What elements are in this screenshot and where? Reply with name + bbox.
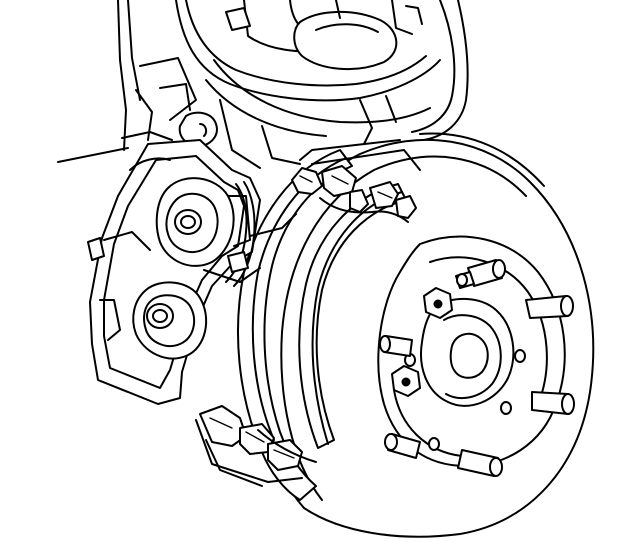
wheel-stud	[380, 336, 412, 356]
steering-knuckle-upper	[58, 0, 468, 168]
wheel-stud	[456, 272, 474, 288]
wheel-stud	[526, 296, 573, 318]
wheel-studs	[380, 260, 574, 476]
wheel-stud	[532, 392, 574, 414]
hub-bolt	[424, 288, 452, 318]
mounting-boss-upper	[157, 178, 250, 266]
shoe-retaining-spring-lower	[196, 406, 316, 486]
wheel-stud	[385, 434, 420, 458]
hub-bolt	[392, 366, 420, 396]
brake-hose-bracket	[204, 182, 296, 286]
shoe-retaining-spring-upper	[292, 140, 420, 222]
parking-brake-shoe-inner	[299, 184, 406, 448]
wheel-stud	[458, 450, 502, 476]
mounting-boss-lower	[133, 282, 206, 358]
hub-bolts	[392, 288, 452, 396]
hub-flange	[378, 237, 564, 466]
